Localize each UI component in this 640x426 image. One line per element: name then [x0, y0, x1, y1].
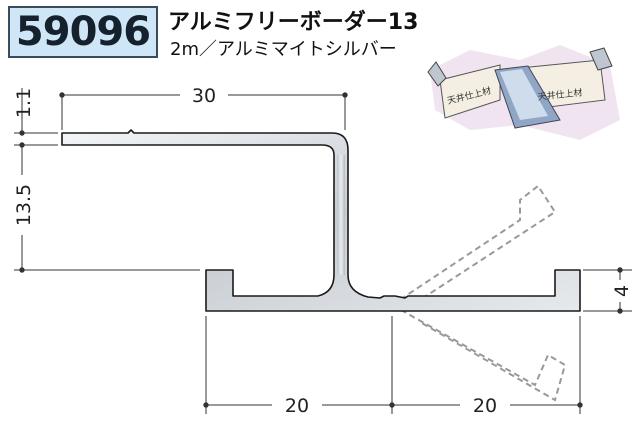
product-spec: 2m／アルミマイトシルバー	[170, 39, 397, 60]
dimension-lines	[14, 88, 632, 414]
installation-illustration: 天井仕上材 天井仕上材	[427, 45, 620, 140]
dim-top-thickness: 1.1	[13, 88, 35, 118]
product-code: 59096	[8, 6, 158, 58]
dim-flange-height: 4	[611, 285, 633, 297]
dim-left-base: 20	[285, 395, 309, 417]
dim-right-base: 20	[473, 395, 497, 417]
alternate-position-outline	[391, 184, 567, 402]
aluminum-profile	[61, 129, 581, 312]
product-name: アルミフリーボーダー13	[168, 10, 419, 35]
dim-top-width: 30	[192, 85, 216, 107]
dim-height: 13.5	[13, 184, 35, 226]
